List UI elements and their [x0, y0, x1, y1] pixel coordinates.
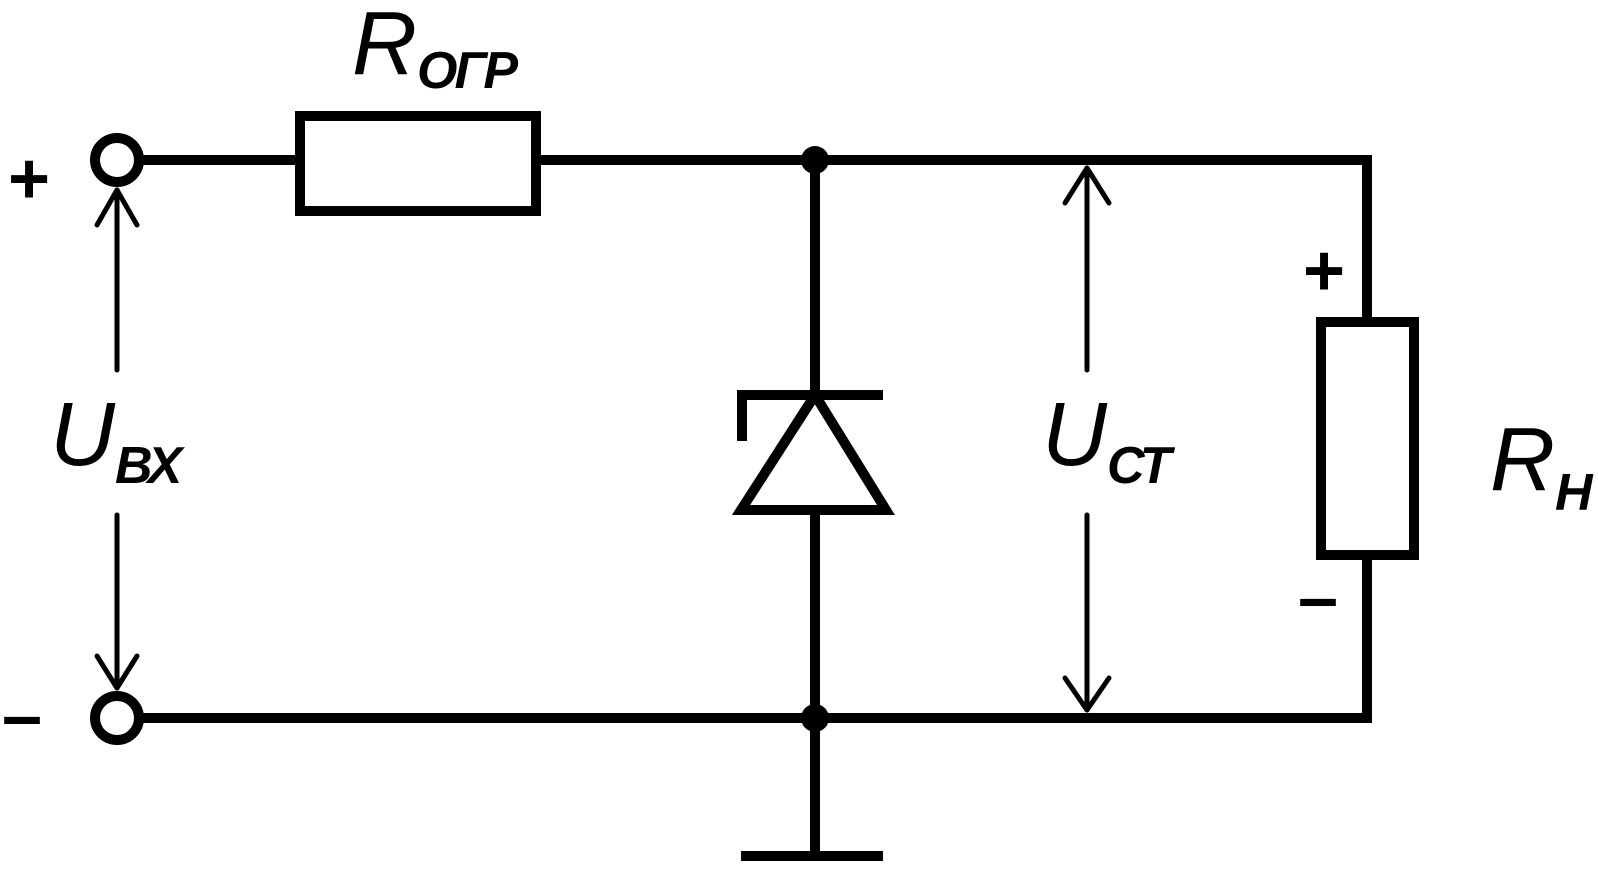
ust-arrowhead-up	[1062, 165, 1112, 206]
uin-arrowhead-down	[94, 653, 140, 691]
input-terminal-plus	[90, 133, 144, 187]
load-plus-sign: +	[1303, 231, 1345, 311]
label-u-in: UВХ	[50, 385, 186, 495]
junction-dot-bottom	[801, 704, 829, 732]
wire-top-output	[531, 155, 1372, 327]
junction-dot-top	[801, 146, 829, 174]
load-minus-sign: –	[1298, 558, 1338, 638]
label-u-st: UСТ	[1042, 385, 1176, 495]
uin-arrowhead-up	[94, 187, 140, 228]
limiting-resistor	[295, 111, 541, 216]
wire-bottom-rail	[134, 550, 1372, 723]
zener-diode-cathode-bar	[737, 390, 883, 441]
input-terminal-minus	[90, 691, 144, 745]
ust-arrowhead-down	[1062, 675, 1112, 713]
load-resistor	[1316, 317, 1419, 560]
zener-diode-body	[731, 385, 895, 515]
label-r-limit: RОГР	[352, 0, 518, 100]
input-plus-sign: +	[8, 139, 50, 219]
label-r-load: RН	[1490, 410, 1594, 522]
input-minus-sign: –	[2, 676, 42, 756]
